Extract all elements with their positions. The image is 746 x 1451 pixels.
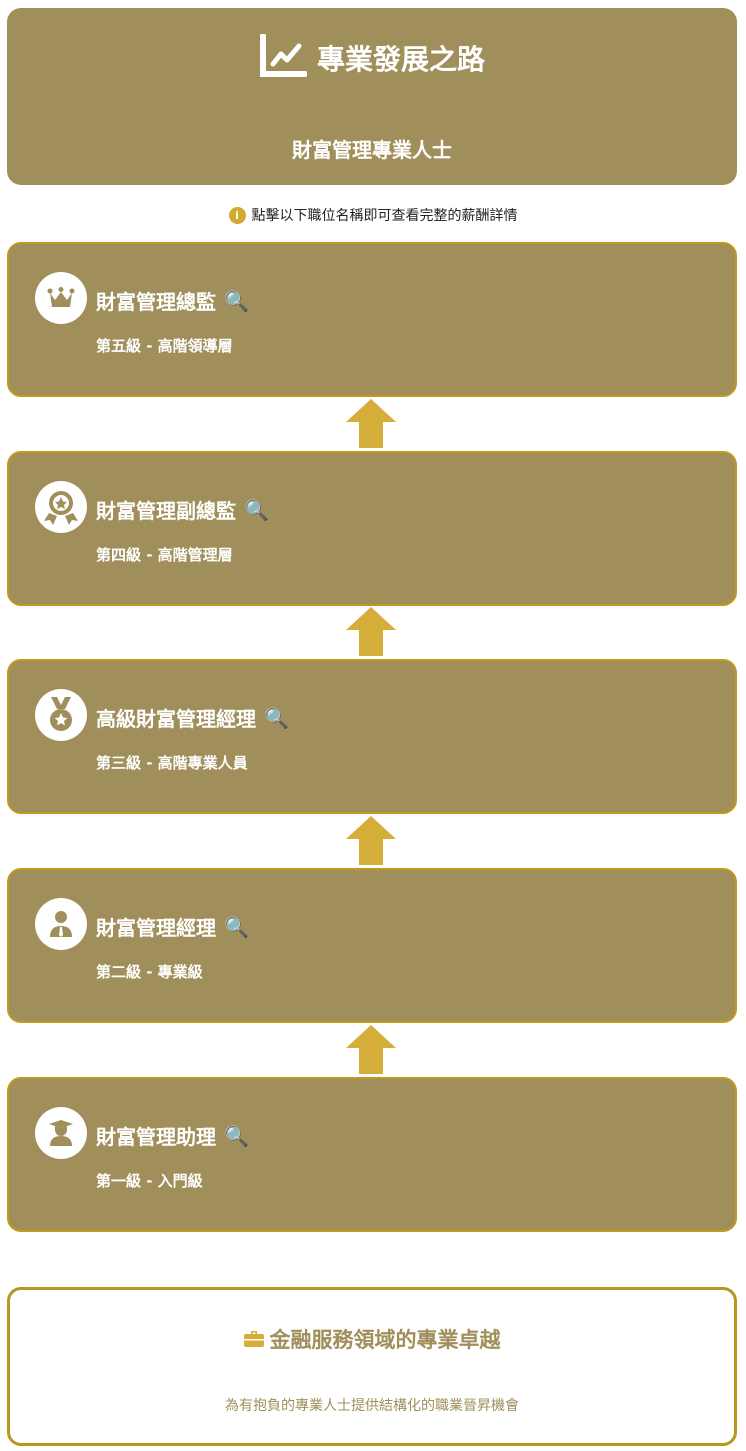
page-title: 專業發展之路 — [316, 43, 485, 76]
level-title-link[interactable]: 財富管理助理 🔍 — [96, 1121, 249, 1150]
magnifier-icon: 🔍 — [224, 1123, 249, 1148]
level-subtitle: 第四級 - 高階管理層 — [96, 546, 233, 564]
level-card-1: 財富管理助理 🔍 第一級 - 入門級 — [7, 1077, 737, 1232]
briefcase-icon — [243, 1331, 264, 1347]
arrow-up-icon — [346, 607, 396, 656]
level-title-link[interactable]: 財富管理經理 🔍 — [96, 912, 249, 941]
level-card-2: 財富管理經理 🔍 第二級 - 專業級 — [7, 868, 737, 1023]
magnifier-icon: 🔍 — [224, 288, 249, 313]
level-title[interactable]: 財富管理總監 — [96, 290, 216, 314]
level-title[interactable]: 高級財富管理經理 — [96, 707, 256, 731]
arrow-up-icon — [346, 1025, 396, 1074]
magnifier-icon: 🔍 — [264, 705, 289, 730]
level-title-link[interactable]: 財富管理總監 🔍 — [96, 286, 249, 315]
footer-panel: 金融服務領域的專業卓越 為有抱負的專業人士提供結構化的職業晉昇機會 — [7, 1287, 737, 1446]
level-title-link[interactable]: 財富管理副總監 🔍 — [96, 495, 269, 524]
level-subtitle: 第一級 - 入門級 — [96, 1172, 203, 1190]
career-path-header: 專業發展之路 財富管理專業人士 — [7, 8, 737, 185]
level-subtitle: 第五級 - 高階領導層 — [96, 337, 233, 355]
award-icon — [35, 481, 87, 533]
arrow-up-icon — [346, 399, 396, 448]
level-title[interactable]: 財富管理經理 — [96, 916, 216, 940]
footer-title: 金融服務領域的專業卓越 — [269, 1328, 501, 1352]
level-subtitle: 第三級 - 高階專業人員 — [96, 754, 248, 772]
medal-icon — [35, 689, 87, 741]
chart-line-icon — [259, 34, 307, 77]
level-card-4: 財富管理副總監 🔍 第四級 - 高階管理層 — [7, 451, 737, 606]
user-tie-icon — [35, 898, 87, 950]
level-title[interactable]: 財富管理助理 — [96, 1125, 216, 1149]
arrow-up-icon — [346, 816, 396, 865]
magnifier-icon: 🔍 — [224, 914, 249, 939]
magnifier-icon: 🔍 — [244, 497, 269, 522]
graduate-icon — [35, 1107, 87, 1159]
info-icon: i — [228, 206, 246, 224]
level-subtitle: 第二級 - 專業級 — [96, 963, 203, 981]
level-card-3: 高級財富管理經理 🔍 第三級 - 高階專業人員 — [7, 659, 737, 814]
crown-icon — [35, 272, 87, 324]
info-hint: i 點擊以下職位名稱即可查看完整的薪酬詳情 — [0, 205, 746, 225]
page-subtitle: 財富管理專業人士 — [292, 138, 452, 162]
footer-subtitle: 為有抱負的專業人士提供結構化的職業晉昇機會 — [225, 1398, 519, 1414]
level-card-5: 財富管理總監 🔍 第五級 - 高階領導層 — [7, 242, 737, 397]
level-title-link[interactable]: 高級財富管理經理 🔍 — [96, 703, 289, 732]
info-text: 點擊以下職位名稱即可查看完整的薪酬詳情 — [251, 208, 518, 224]
level-title[interactable]: 財富管理副總監 — [96, 499, 236, 523]
